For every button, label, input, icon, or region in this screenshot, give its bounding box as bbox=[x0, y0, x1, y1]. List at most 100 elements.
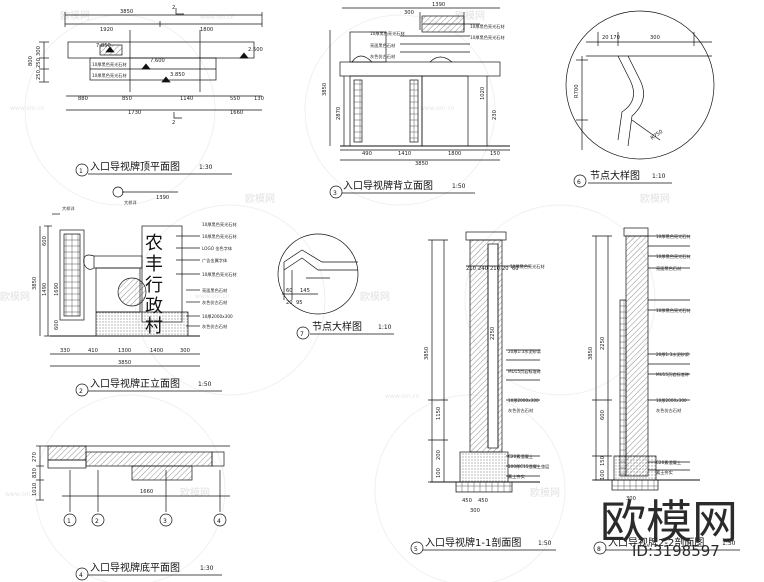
label: 大样详 bbox=[124, 199, 137, 206]
dim: 490 bbox=[362, 151, 372, 157]
view-section-2 bbox=[592, 227, 700, 491]
dim: 150 bbox=[600, 456, 606, 466]
ghost-url: www.om.cn bbox=[10, 105, 45, 112]
view-scale: 1:30 bbox=[199, 164, 213, 171]
watermark-logo: 欧模网 bbox=[600, 495, 738, 549]
ghost-logo: 欧模网 bbox=[180, 487, 210, 499]
view-number: 4 bbox=[79, 572, 83, 579]
dim: 100 bbox=[436, 468, 442, 478]
view-number: 8 bbox=[597, 546, 601, 553]
watermark-id: ID:3198597 bbox=[632, 542, 720, 560]
note: 素土夯实 bbox=[508, 473, 525, 480]
dim: 1490 bbox=[42, 283, 48, 296]
dim: 1920 bbox=[100, 27, 113, 33]
note: 10厚2000x300 bbox=[508, 398, 539, 404]
dim: 170 bbox=[610, 35, 620, 41]
view-front-elevation bbox=[39, 186, 200, 367]
dim: 3850 bbox=[118, 360, 131, 366]
note: 10厚黑色亮光石材 bbox=[656, 307, 691, 314]
dim: 2250 bbox=[490, 327, 496, 340]
dim: 1800 bbox=[448, 151, 461, 157]
section-mark: 2 bbox=[172, 120, 175, 126]
note: 灰色仿古石材 bbox=[202, 323, 227, 330]
ghost-logo: 欧模网 bbox=[60, 10, 90, 22]
title-view-7: 7 节点大样图 1:10 bbox=[296, 320, 394, 340]
dim: 600 bbox=[42, 236, 48, 246]
view-top-plan bbox=[39, 8, 263, 119]
note: 10厚2000x300 bbox=[656, 398, 687, 404]
view-title: 节点大样图 bbox=[312, 320, 362, 333]
note: 亮面黑色石材 bbox=[370, 42, 395, 49]
note: 20厚1:3水泥砂浆 bbox=[656, 351, 690, 358]
ghost-logo: 欧模网 bbox=[360, 291, 390, 303]
note: MU15页岩标准砖 bbox=[508, 368, 541, 375]
dim: 3850 bbox=[32, 277, 38, 290]
dim: 300 bbox=[626, 496, 636, 502]
front-elevation-labels: 1390 大样详 大样详 10厚黑色亮光石材 10厚黑色亮光石材 LOGO 金色… bbox=[32, 195, 237, 366]
dim: 550 bbox=[230, 96, 240, 102]
view-number: 2 bbox=[79, 388, 83, 395]
ghost-url: www.om.cn bbox=[385, 393, 420, 400]
note: 10厚黑色亮光石材 bbox=[92, 72, 127, 79]
dim: 1390 bbox=[156, 195, 169, 201]
dim: 1400 bbox=[150, 348, 163, 354]
sign-char: 丰 bbox=[145, 254, 163, 275]
view-scale: 1:50 bbox=[538, 540, 552, 547]
dim: 1660 bbox=[230, 110, 243, 116]
axis-number: 2 bbox=[95, 518, 99, 525]
dim: 300 bbox=[404, 10, 414, 16]
sign-char: 农 bbox=[145, 233, 163, 254]
dim: 3850 bbox=[424, 347, 430, 360]
dim: 3850 bbox=[120, 9, 133, 15]
dim: 1140 bbox=[180, 96, 193, 102]
note: 10厚黑色亮光石材 bbox=[202, 221, 237, 228]
dim: 1390 bbox=[432, 2, 445, 8]
label: 大样详 bbox=[62, 205, 75, 212]
note: C20素混凝土 bbox=[508, 453, 533, 460]
sign-char: 政 bbox=[145, 296, 163, 317]
dim: 240 bbox=[478, 266, 488, 272]
view-bottom-plan bbox=[36, 445, 230, 527]
sign-characters: 农 丰 行 政 村 bbox=[145, 233, 163, 337]
note: 20厚1:3水泥砂浆 bbox=[508, 348, 542, 355]
dim: 300 bbox=[470, 508, 480, 514]
dim: 20 bbox=[286, 300, 293, 306]
note: 灰色仿古石材 bbox=[656, 407, 681, 414]
title-view-4: 4 入口导视牌底平面图 1:30 bbox=[75, 561, 222, 581]
axis-number: 1 bbox=[67, 518, 71, 525]
bottom-plan-labels: 1 2 3 4 270 830 1010 1660 bbox=[32, 452, 221, 525]
view-title: 入口导视牌底平面图 bbox=[90, 561, 180, 574]
watermark: 欧模网 ID:3198597 bbox=[600, 495, 738, 560]
ghost-url: www.om.cn bbox=[420, 105, 455, 112]
axis-number: 4 bbox=[217, 518, 221, 525]
note: C20素混凝土 bbox=[656, 459, 681, 466]
dim: 1020 bbox=[480, 87, 486, 100]
ghost-logo: 欧模网 bbox=[0, 291, 30, 303]
title-view-3: 3 入口导视牌背立面图 1:50 bbox=[329, 179, 475, 199]
note: 10厚黑色亮光石材 bbox=[656, 233, 691, 240]
view-scale: 1:10 bbox=[378, 324, 392, 331]
note: 灰色仿古石材 bbox=[202, 299, 227, 306]
note: 亮面黑色石材 bbox=[656, 265, 681, 272]
dim: 1800 bbox=[200, 27, 213, 33]
axis-number: 3 bbox=[163, 518, 167, 525]
note: 10厚黑色亮光石材 bbox=[470, 34, 505, 41]
dim: 1410 bbox=[398, 151, 411, 157]
view-title: 入口导视牌2-2剖面图 bbox=[608, 536, 704, 549]
ghost-logo: 欧模网 bbox=[640, 193, 670, 205]
note: 10厚黑色亮光石材 bbox=[656, 253, 691, 260]
dim: 1150 bbox=[436, 407, 442, 420]
dim: 2250 bbox=[600, 337, 606, 350]
note: 灰色仿古石材 bbox=[370, 53, 395, 60]
view-number: 5 bbox=[414, 546, 418, 553]
view-number: 1 bbox=[79, 168, 83, 175]
dim: 270 bbox=[32, 452, 38, 462]
dim: 450 bbox=[462, 498, 472, 504]
view-detail-7 bbox=[277, 233, 359, 315]
dim: 100 bbox=[600, 470, 606, 480]
dim: 300 bbox=[36, 46, 42, 56]
view-title: 入口导视牌顶平面图 bbox=[90, 160, 180, 173]
dim: 450 bbox=[478, 498, 488, 504]
note: 100厚C15混凝土垫层 bbox=[508, 463, 549, 470]
